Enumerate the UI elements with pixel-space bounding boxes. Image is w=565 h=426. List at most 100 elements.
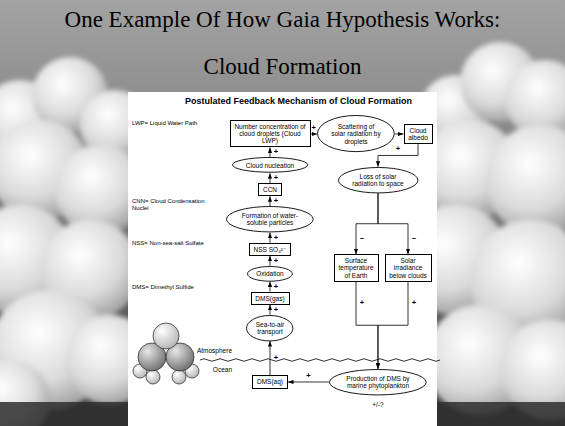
sign-holder: + (273, 198, 279, 206)
process-box: DMS(aq) (252, 375, 288, 388)
label-holder: Atmosphere (197, 347, 232, 354)
sign-label: + (273, 283, 279, 291)
process-box: DMS(gas) (251, 292, 290, 305)
sign-label: + (273, 306, 279, 314)
node-text: Cloud albedo (408, 127, 429, 141)
sign-holder: + (359, 300, 365, 308)
ellipse-shape (248, 266, 293, 281)
process-ellipse: Scattering of solar radiation by droplet… (317, 115, 395, 152)
node-text: Loss of solar radiation to space (351, 173, 404, 187)
figure-panel: Postulated Feedback Mechanism of Cloud F… (128, 92, 437, 426)
node-text: Solar irradiance below clouds (389, 257, 428, 278)
feedback-arrow (269, 282, 270, 292)
sign-holder: + (305, 372, 311, 380)
node-text: Cloud nucleation (245, 162, 295, 169)
sign-holder: + (273, 234, 279, 242)
feedback-arrow (269, 147, 270, 157)
node-text: Production of DMS by marine phytoplankto… (345, 375, 410, 389)
node-text: NSS SO₄²⁻ (253, 246, 287, 253)
process-box: NSS SO₄²⁻ (249, 243, 291, 256)
sign-holder: + (311, 124, 317, 132)
process-ellipse: Production of DMS by marine phytoplankto… (329, 369, 427, 395)
feedback-arrow (269, 305, 270, 315)
ellipse-shape (318, 116, 395, 152)
feedback-arrow (269, 233, 270, 243)
label-holder: Cloud Formation (204, 54, 362, 80)
sign-label: + (273, 234, 279, 242)
feedback-arrow (288, 381, 329, 382)
feedback-sign: +/-? (372, 401, 383, 408)
feedback-arrow (269, 256, 270, 266)
slide-subtitle: Cloud Formation (204, 54, 362, 80)
panel-title: Postulated Feedback Mechanism of Cloud F… (144, 96, 453, 106)
sign-label: + (359, 300, 365, 308)
title-holder: One Example Of How Gaia Hypothesis Works… (65, 7, 501, 33)
feedback-arrow (395, 134, 404, 135)
sign-label: + (305, 372, 311, 380)
label-holder: NSS= Non-sea-salt Sulfate (132, 240, 204, 247)
process-box: Cloud albedo (404, 124, 433, 144)
label-holder: DMS= Dimethyl Sulfide (132, 284, 194, 291)
process-ellipse: Cloud nucleation (232, 157, 308, 173)
sign-holder: + (273, 355, 279, 363)
sign-holder: + (273, 306, 279, 314)
sign-label: + (311, 124, 317, 132)
feedback-arrow (378, 282, 408, 369)
sign-holder: + (273, 257, 279, 265)
node-text: CCN (262, 186, 278, 193)
slide-title: One Example Of How Gaia Hypothesis Works… (65, 7, 501, 33)
label-holder: Ocean (213, 366, 232, 373)
sign-holder: + (273, 283, 279, 291)
sign-holder: + (395, 146, 401, 154)
sign-label: − (411, 235, 417, 243)
abbreviation-note: DMS= Dimethyl Sulfide (132, 284, 194, 291)
sign-label: − (359, 235, 365, 243)
process-ellipse: Loss of solar radiation to space (338, 167, 418, 193)
layer-label: Ocean (213, 366, 232, 373)
node-text: Oxidation (255, 270, 284, 277)
process-box: Surface temperature of Earth (334, 254, 379, 281)
feedback-arrow (356, 193, 378, 254)
sign-holder: + (273, 149, 279, 157)
ellipse-shape (330, 369, 427, 394)
feedback-arrow (269, 341, 270, 375)
sign-holder: + (273, 174, 279, 182)
ellipse-shape (247, 315, 293, 340)
ellipse-shape (338, 167, 417, 192)
node-text: Scattering of solar radiation by droplet… (330, 123, 381, 144)
sign-holder: − (411, 235, 417, 243)
node-text: Surface temperature of Earth (338, 257, 375, 278)
node-text: Number concentration of cloud droplets (… (234, 123, 307, 144)
abbreviation-note: LWP= Liquid Water Path (132, 120, 197, 127)
sign-label: + (411, 300, 417, 308)
sign-label: + (273, 257, 279, 265)
abbreviation-note: CNN= Cloud Condensation Nuclei (132, 198, 216, 212)
process-ellipse: Sea-to-air transport (246, 315, 293, 341)
process-ellipse: Oxidation (247, 266, 293, 282)
layer-label: Atmosphere (197, 347, 232, 354)
label-holder: +/-? (372, 401, 383, 408)
label-holder: LWP= Liquid Water Path (132, 120, 197, 127)
ellipse-shape (232, 158, 307, 173)
ellipse-shape (227, 207, 314, 232)
process-ellipse: Formation of water-soluble particles (226, 206, 314, 232)
sign-label: + (273, 198, 279, 206)
abbreviation-note: NSS= Non-sea-salt Sulfate (132, 240, 204, 247)
node-text: Sea-to-air transport (255, 321, 285, 335)
feedback-arrow (378, 144, 418, 167)
feedback-arrow (378, 193, 408, 254)
process-box: Solar irradiance below clouds (385, 254, 432, 281)
process-box: CCN (258, 183, 282, 196)
node-text: DMS(aq) (256, 378, 284, 385)
sign-holder: − (359, 235, 365, 243)
sign-holder: + (411, 300, 417, 308)
sign-label: + (395, 146, 401, 154)
sign-label: + (273, 149, 279, 157)
feedback-arrow (269, 173, 270, 183)
sign-label: + (273, 174, 279, 182)
label-holder: CNN= Cloud Condensation Nuclei (132, 198, 216, 212)
feedback-arrow (356, 282, 378, 369)
node-text: Formation of water-soluble particles (241, 212, 299, 226)
